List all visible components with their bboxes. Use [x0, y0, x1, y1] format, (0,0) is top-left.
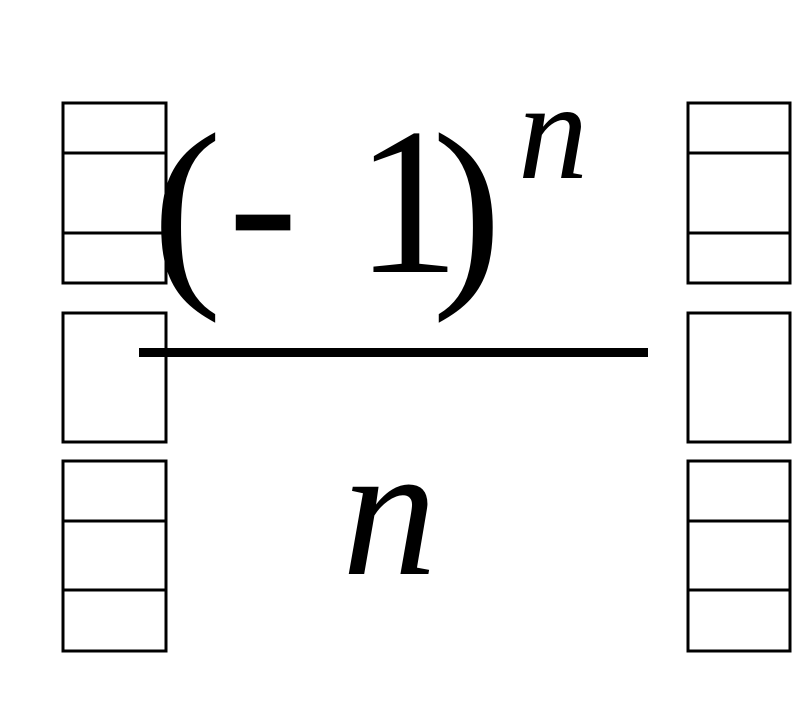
left-bracket [61, 101, 168, 653]
right-bracket-lower-box [686, 459, 792, 653]
numerator-one: 1 [355, 86, 460, 318]
numerator-minus-sign: - [228, 86, 298, 318]
right-bracket [686, 101, 792, 653]
numerator: ( - 1 ) n [152, 54, 588, 324]
left-bracket-upper-box [61, 101, 168, 285]
left-bracket-lower-box [61, 459, 168, 653]
right-bracket-upper-box [686, 101, 792, 285]
denominator: n [342, 406, 437, 616]
left-bracket-middle-box [61, 311, 168, 444]
fraction-bar [139, 348, 648, 357]
denominator-n: n [342, 406, 437, 616]
numerator-exponent-n: n [518, 54, 588, 209]
numerator-open-paren: ( [152, 92, 222, 324]
right-bracket-middle-box [686, 311, 792, 444]
numerator-close-paren: ) [432, 92, 502, 324]
